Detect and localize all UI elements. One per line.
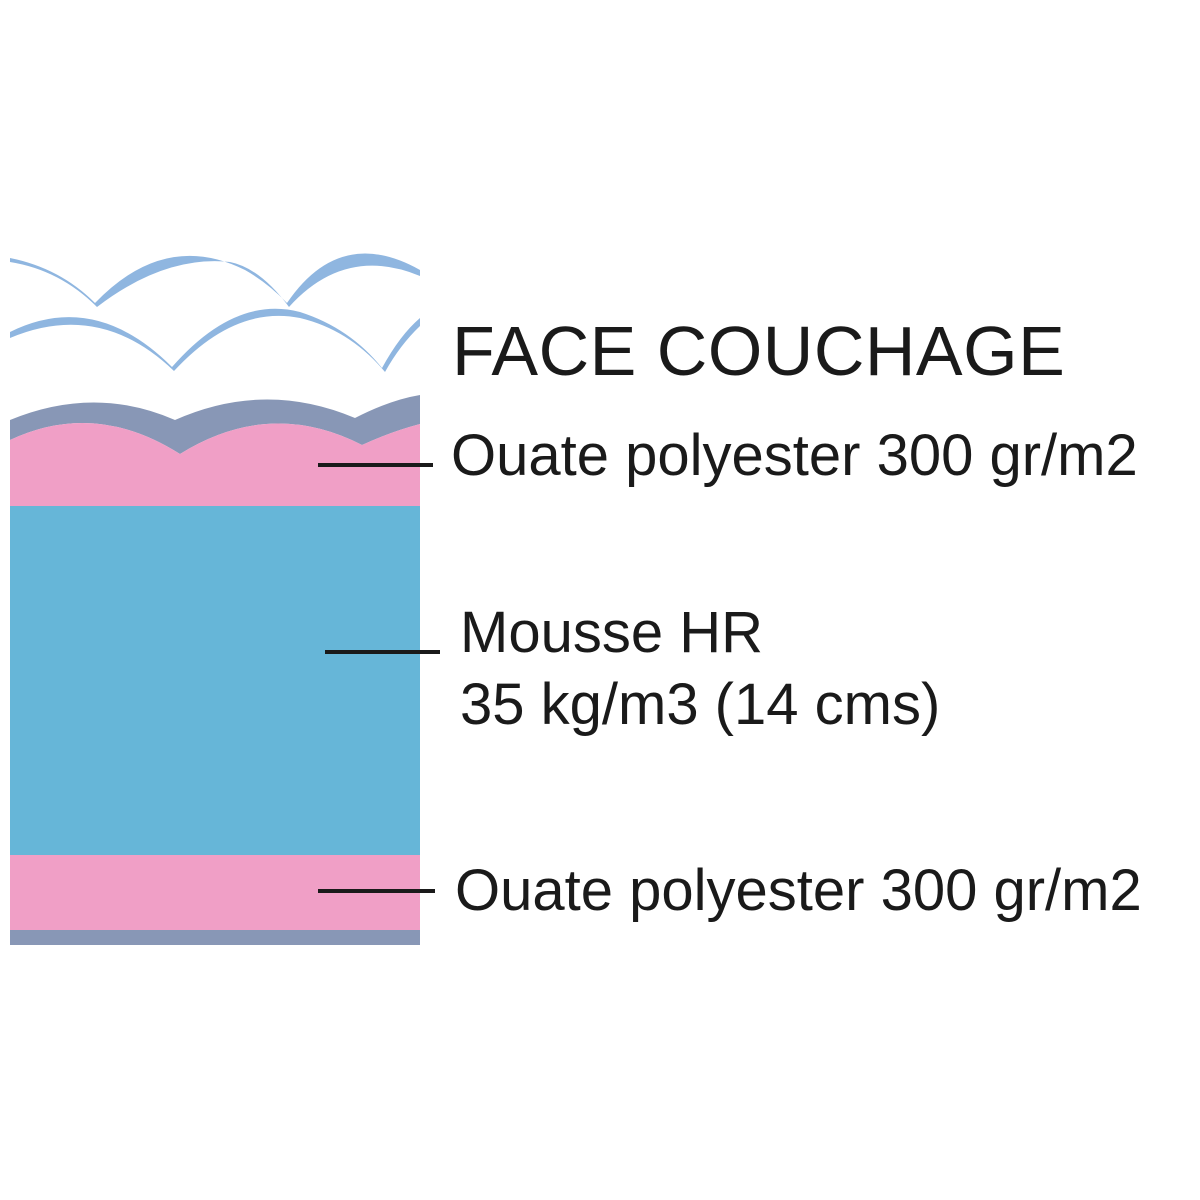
foam-core-label: Mousse HR (460, 600, 763, 665)
bottom-ticking-cover (10, 930, 420, 945)
foam-core-layer (10, 506, 420, 855)
top-wadding-label: Ouate polyester 300 gr/m2 (451, 423, 1138, 488)
comfort-waves-icon (10, 253, 420, 372)
wave-bottom-row (10, 308, 420, 372)
foam-core-spec: 35 kg/m3 (14 cms) (460, 672, 941, 737)
top-ticking-cover (10, 395, 420, 454)
bottom-wadding-label: Ouate polyester 300 gr/m2 (455, 858, 1142, 923)
wave-top-row (10, 253, 420, 307)
top-wadding-layer (10, 395, 420, 506)
diagram-title: FACE COUCHAGE (452, 312, 1066, 390)
top-wadding-fill (10, 422, 420, 506)
